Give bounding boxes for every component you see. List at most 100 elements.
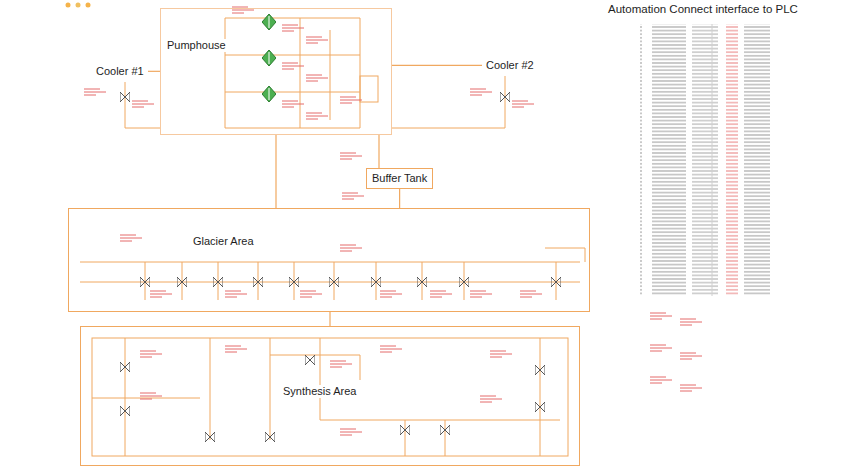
signal-tag [650,313,672,319]
signal-tag [282,101,304,107]
icon [76,3,81,8]
signal-tag [120,235,142,241]
pump-symbol [262,14,276,30]
area-label: Synthesis Area [281,385,358,398]
pipe [545,248,585,262]
valve-symbol [400,425,410,435]
valve-symbol [329,277,339,287]
valve-symbol [177,277,187,287]
glacier-piping [80,248,585,300]
valve-symbol [213,277,223,287]
area-box: Synthesis Area [80,326,580,466]
pump-symbol [262,50,276,66]
valve-symbol [440,425,450,435]
signal-tag [340,245,362,251]
signal-tag [340,153,362,159]
pump-symbol [262,86,276,102]
signal-tag [330,361,352,367]
signal-tag [340,97,362,103]
signal-tag [282,63,304,69]
signal-tag [380,346,402,352]
signal-tag [650,377,672,383]
valve-symbol [371,277,381,287]
valve-symbol [120,362,130,372]
signal-tag [140,351,162,357]
icon [66,3,71,8]
manifold [360,76,378,102]
pipe [92,338,560,456]
valve-symbol [417,277,427,287]
pipe [300,18,330,128]
signal-tag [132,101,154,107]
signal-tag [84,89,106,95]
panel-heading: Automation Connect interface to PLC [606,2,800,17]
signal-tag [306,113,328,119]
icon [86,3,91,8]
area-label: Glacier Area [191,235,256,248]
area-box: Glacier Area [68,208,590,312]
pipe [392,76,505,128]
pipe-connector [399,189,400,208]
signal-tag [306,37,328,43]
signal-tag [150,291,172,297]
cooler-piping [125,76,505,128]
synthesis-piping [92,338,568,456]
equipment-label: Cooler #1 [92,63,148,80]
signal-tag [430,291,452,297]
pumphouse-piping [225,18,378,128]
table-rule [712,24,713,296]
pipe-loop [92,338,568,456]
equipment-label: Cooler #2 [482,57,538,74]
pipe-connector [275,135,276,208]
signal-tag [680,385,702,391]
valve-symbol [500,92,510,102]
node-label: Cooler #2 [486,59,534,72]
node-label: Buffer Tank [372,172,427,185]
signal-tag [342,193,364,199]
signal-tag [140,393,162,399]
signal-tag [650,345,672,351]
signal-tag [340,429,362,435]
valve-symbol [535,402,545,412]
signal-tag [225,346,247,352]
area-label: Pumphouse [165,39,228,52]
valve-symbol [140,277,150,287]
signal-tag [300,291,322,297]
signal-tag [680,319,702,325]
signal-tag [380,291,402,297]
pipe-connector [378,135,379,168]
plc-signal-table [640,24,770,296]
node-label: Automation Connect interface to PLC [608,3,798,16]
toolbar-icons [66,3,91,8]
valve-symbol [535,365,545,375]
valve-symbol [120,406,130,416]
valve-symbol [305,355,315,365]
signal-tag [470,89,492,95]
signal-tag [282,25,304,31]
signal-tag [490,351,512,357]
pipe-connector [392,65,482,66]
valve-symbol [253,277,263,287]
signal-tag [680,353,702,359]
pipe-connector [329,312,330,326]
pipe [145,262,556,300]
valve-symbol [205,432,215,442]
valve-symbol [459,277,469,287]
signal-tag [512,101,534,107]
area-box: Pumphouse [160,8,392,135]
valve-symbol [265,432,275,442]
pipe [225,18,360,128]
valve-symbol [120,92,130,102]
pipe-connector [148,71,160,72]
signal-tag [306,75,328,81]
pipe [125,82,160,128]
node-label: Cooler #1 [96,65,144,78]
signal-tag [225,291,247,297]
pipe [80,262,580,282]
signal-tag [470,291,492,297]
tank-box: Buffer Tank [366,168,433,189]
signal-tag [520,291,542,297]
valve-symbol [289,277,299,287]
valve-symbol [551,277,561,287]
